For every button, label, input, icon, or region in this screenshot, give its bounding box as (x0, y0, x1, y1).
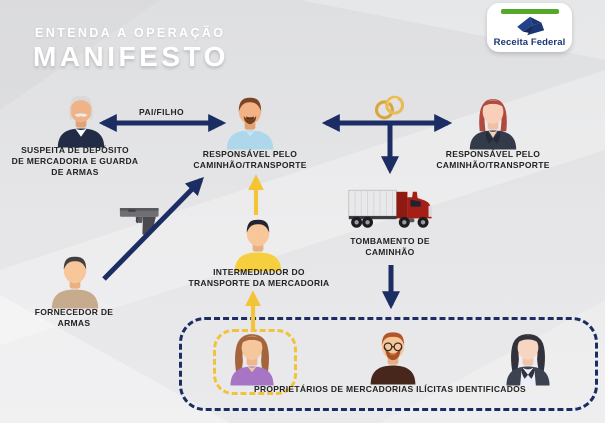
logo-text: Receita Federal (493, 37, 566, 48)
page-title: MANIFESTO (33, 41, 229, 72)
glasses-beard-man-person-icon (364, 331, 422, 385)
pai-filho-label: PAI/FILHO (139, 107, 184, 117)
identified-owners-box (179, 317, 598, 411)
logo-green-bar (500, 9, 559, 14)
dark-hair-woman-person-icon (499, 332, 557, 386)
purple-top-woman-person-icon (223, 332, 281, 386)
arrow-arms-supplier (102, 177, 204, 281)
red-truck-icon (348, 184, 434, 234)
bearded-man-person-icon (221, 96, 279, 150)
fornecedor-label: FORNECEDOR DE ARMAS (34, 307, 114, 328)
tombamento-label: TOMBAMENTO DE CAMINHÃO (350, 236, 430, 257)
proprietarios-label: PROPRIETÁRIOS DE MERCADORIAS ILÍCITAS ID… (253, 384, 527, 394)
responsavel-1-label: RESPONSÁVEL PELO CAMINHÃO/TRANSPORTE (193, 149, 307, 170)
responsavel-2-label: RESPONSÁVEL PELO CAMINHÃO/TRANSPORTE (436, 149, 550, 170)
elderly-man-person-icon (52, 94, 110, 148)
tan-shirt-man-person-icon (46, 255, 104, 309)
receita-federal-logo-icon (516, 16, 544, 36)
suspeita-label: SUSPEITA DE DEPÓSITO DE MERCADORIA E GUA… (11, 145, 139, 177)
receita-federal-logo: Receita Federal (487, 3, 572, 52)
intermediador-label: INTERMEDIADOR DO TRANSPORTE DA MERCADORI… (188, 267, 330, 288)
page-subtitle: ENTENDA A OPERAÇÃO (35, 26, 226, 40)
yellow-shirt-man-person-icon (229, 218, 287, 272)
red-bob-woman-person-icon (464, 96, 522, 150)
